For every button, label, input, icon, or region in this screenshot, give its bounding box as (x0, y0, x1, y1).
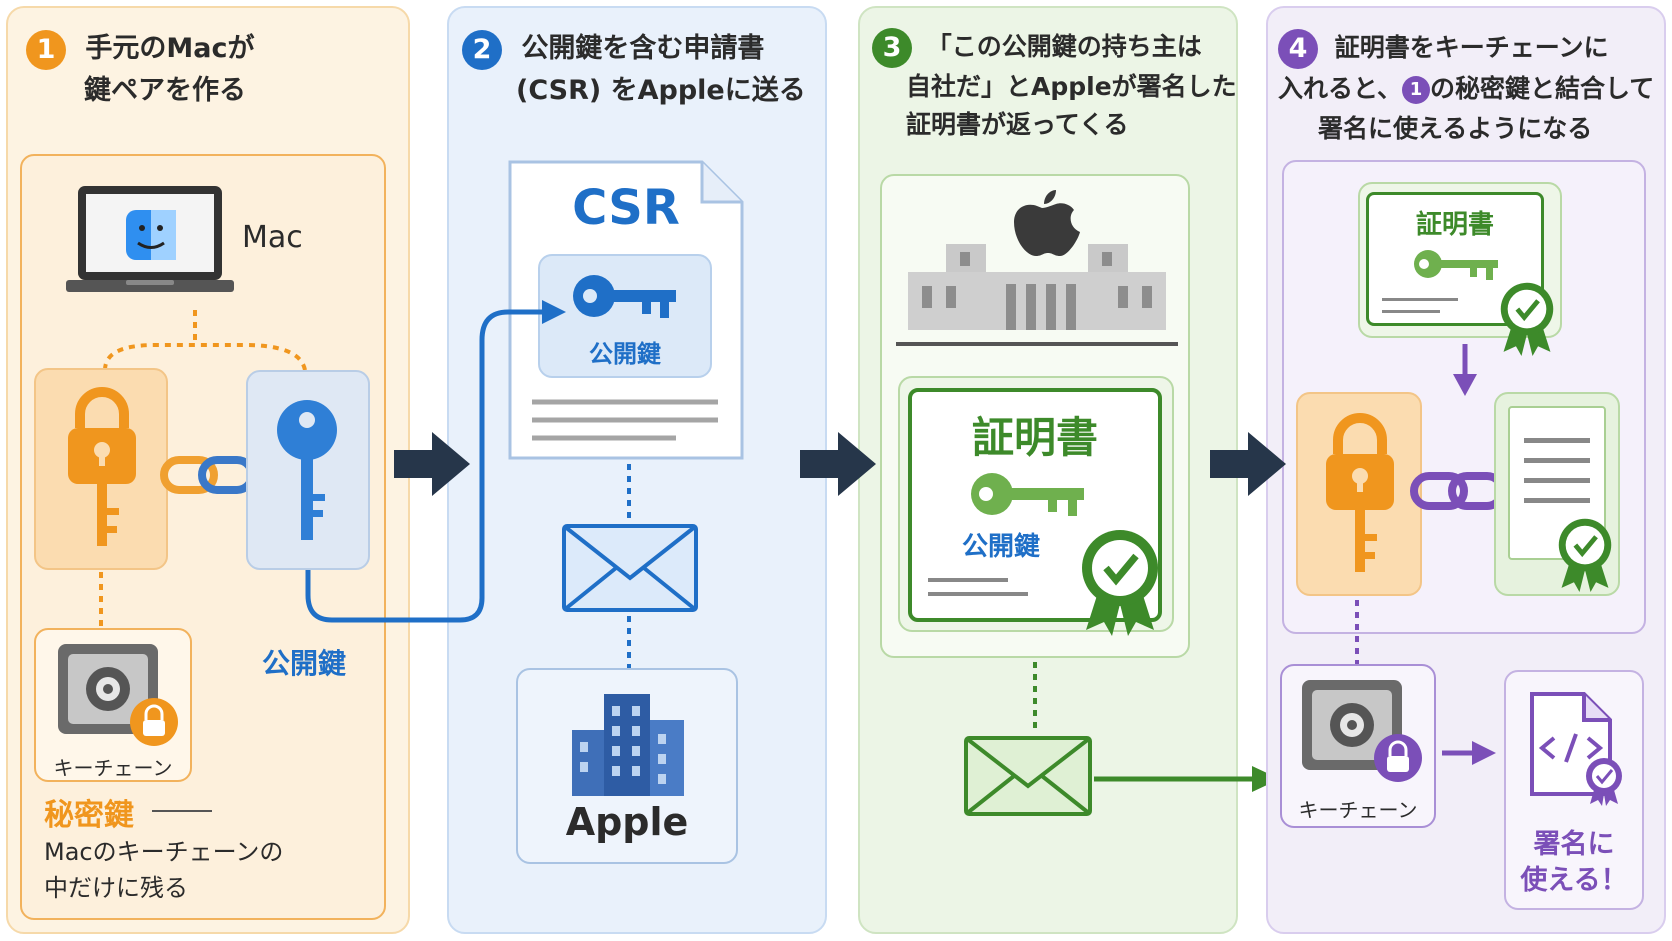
step-arrow-3 (1210, 432, 1286, 496)
certificate-key-icon (971, 473, 1084, 516)
keychain-label-4: キーチェーン (1298, 798, 1418, 822)
keychain-label-1: キーチェーン (53, 756, 173, 780)
code-file-icon (1530, 692, 1622, 806)
laptop-icon (66, 186, 234, 292)
keychain-connector (99, 572, 103, 628)
step-4-inline-number: 1 (1402, 76, 1431, 104)
small-certificate-key-icon (1414, 250, 1498, 280)
csr-key-label: 公開鍵 (589, 340, 661, 368)
step-3-line1: 「この公開鍵の持ち主は (926, 32, 1202, 61)
certificate-key-label: 公開鍵 (962, 532, 1041, 562)
step-4-line2b: の秘密鍵と結合して (1430, 74, 1655, 103)
public-key-label-1: 公開鍵 (262, 647, 347, 680)
building-icon-blue (572, 694, 684, 796)
cert-line-2 (928, 592, 1028, 596)
certificate-delivery-arrow (1094, 766, 1280, 792)
doc-line-2 (1524, 458, 1590, 463)
chain-link-icon (160, 456, 256, 494)
mac-label: Mac (242, 220, 303, 255)
small-cert-line-2 (1382, 310, 1440, 313)
purple-chain-link-icon (1410, 472, 1506, 510)
csr-title: CSR (572, 180, 680, 236)
step-4-line1: 証明書をキーチェーンに (1334, 33, 1609, 62)
csr-connector-2 (627, 616, 631, 668)
step-4-line3: 署名に使えるようになる (1318, 114, 1593, 143)
step-3-line2: 自社だ」とAppleが署名した (906, 72, 1237, 101)
step-3-line3: 証明書が返ってくる (906, 110, 1129, 139)
envelope-icon-blue (562, 524, 698, 612)
combined-certificate-seal-icon (1558, 518, 1612, 592)
private-key-title: 秘密鍵 (44, 798, 134, 833)
step-1-line2: 鍵ペアを作る (84, 74, 246, 106)
step-2-line1: 公開鍵を含む申請書 (521, 33, 765, 64)
step-4-line2a: 入れると、 (1278, 74, 1403, 103)
usable-line-2: 使える！ (1520, 865, 1628, 896)
doc-line-3 (1524, 478, 1590, 483)
step-4-number: 4 (1278, 29, 1318, 69)
small-certificate-seal-icon (1500, 282, 1554, 356)
step-1-heading: 1 手元のMacが 鍵ペアを作る (26, 28, 255, 111)
private-key-desc-1: Macのキーチェーンの (44, 838, 284, 866)
apple-label: Apple (565, 800, 689, 844)
combined-keychain-connector (1355, 600, 1359, 664)
title-dash (152, 810, 212, 812)
step-arrow-1 (394, 432, 470, 496)
combined-padlock-key-icon (1326, 413, 1394, 572)
doc-line-1 (1524, 438, 1590, 443)
small-cert-line-1 (1382, 298, 1458, 301)
step-3-heading: 3 「この公開鍵の持ち主は 自社だ」とAppleが署名した 証明書が返ってくる (872, 28, 1237, 144)
private-key-desc-2: 中だけに残る (44, 874, 188, 902)
doc-line-4 (1524, 498, 1590, 503)
use-arrow (1442, 741, 1496, 765)
import-down-arrow (1453, 344, 1477, 396)
csr-key-icon (573, 275, 676, 318)
envelope-icon-green (964, 736, 1092, 816)
cert-line-1 (928, 578, 1008, 582)
apple-hq-icon (896, 190, 1178, 346)
step-2-heading: 2 公開鍵を含む申請書 (CSR) をAppleに送る (462, 28, 806, 111)
step-1-number: 1 (26, 29, 66, 70)
csr-connector-1 (627, 464, 631, 520)
step-2-line2: (CSR) をAppleに送る (516, 74, 806, 106)
padlock-key-icon (68, 387, 136, 546)
cert-connector (1033, 662, 1037, 734)
csr-key-box (538, 254, 712, 378)
safe-icon (58, 644, 178, 746)
blue-key-icon (277, 400, 337, 540)
certificate-title-3: 証明書 (971, 413, 1098, 462)
step-1-line1: 手元のMacが (85, 33, 255, 64)
step-3-number: 3 (872, 28, 912, 68)
keypair-connector (103, 310, 307, 371)
small-certificate-title: 証明書 (1415, 210, 1494, 240)
step-2-number: 2 (462, 29, 502, 70)
usable-line-1: 署名に (1533, 829, 1615, 860)
step-arrow-2 (800, 432, 876, 496)
safe-icon-4 (1302, 680, 1422, 782)
certificate-seal-icon (1082, 530, 1158, 636)
public-key-flow-arrow (305, 300, 566, 623)
